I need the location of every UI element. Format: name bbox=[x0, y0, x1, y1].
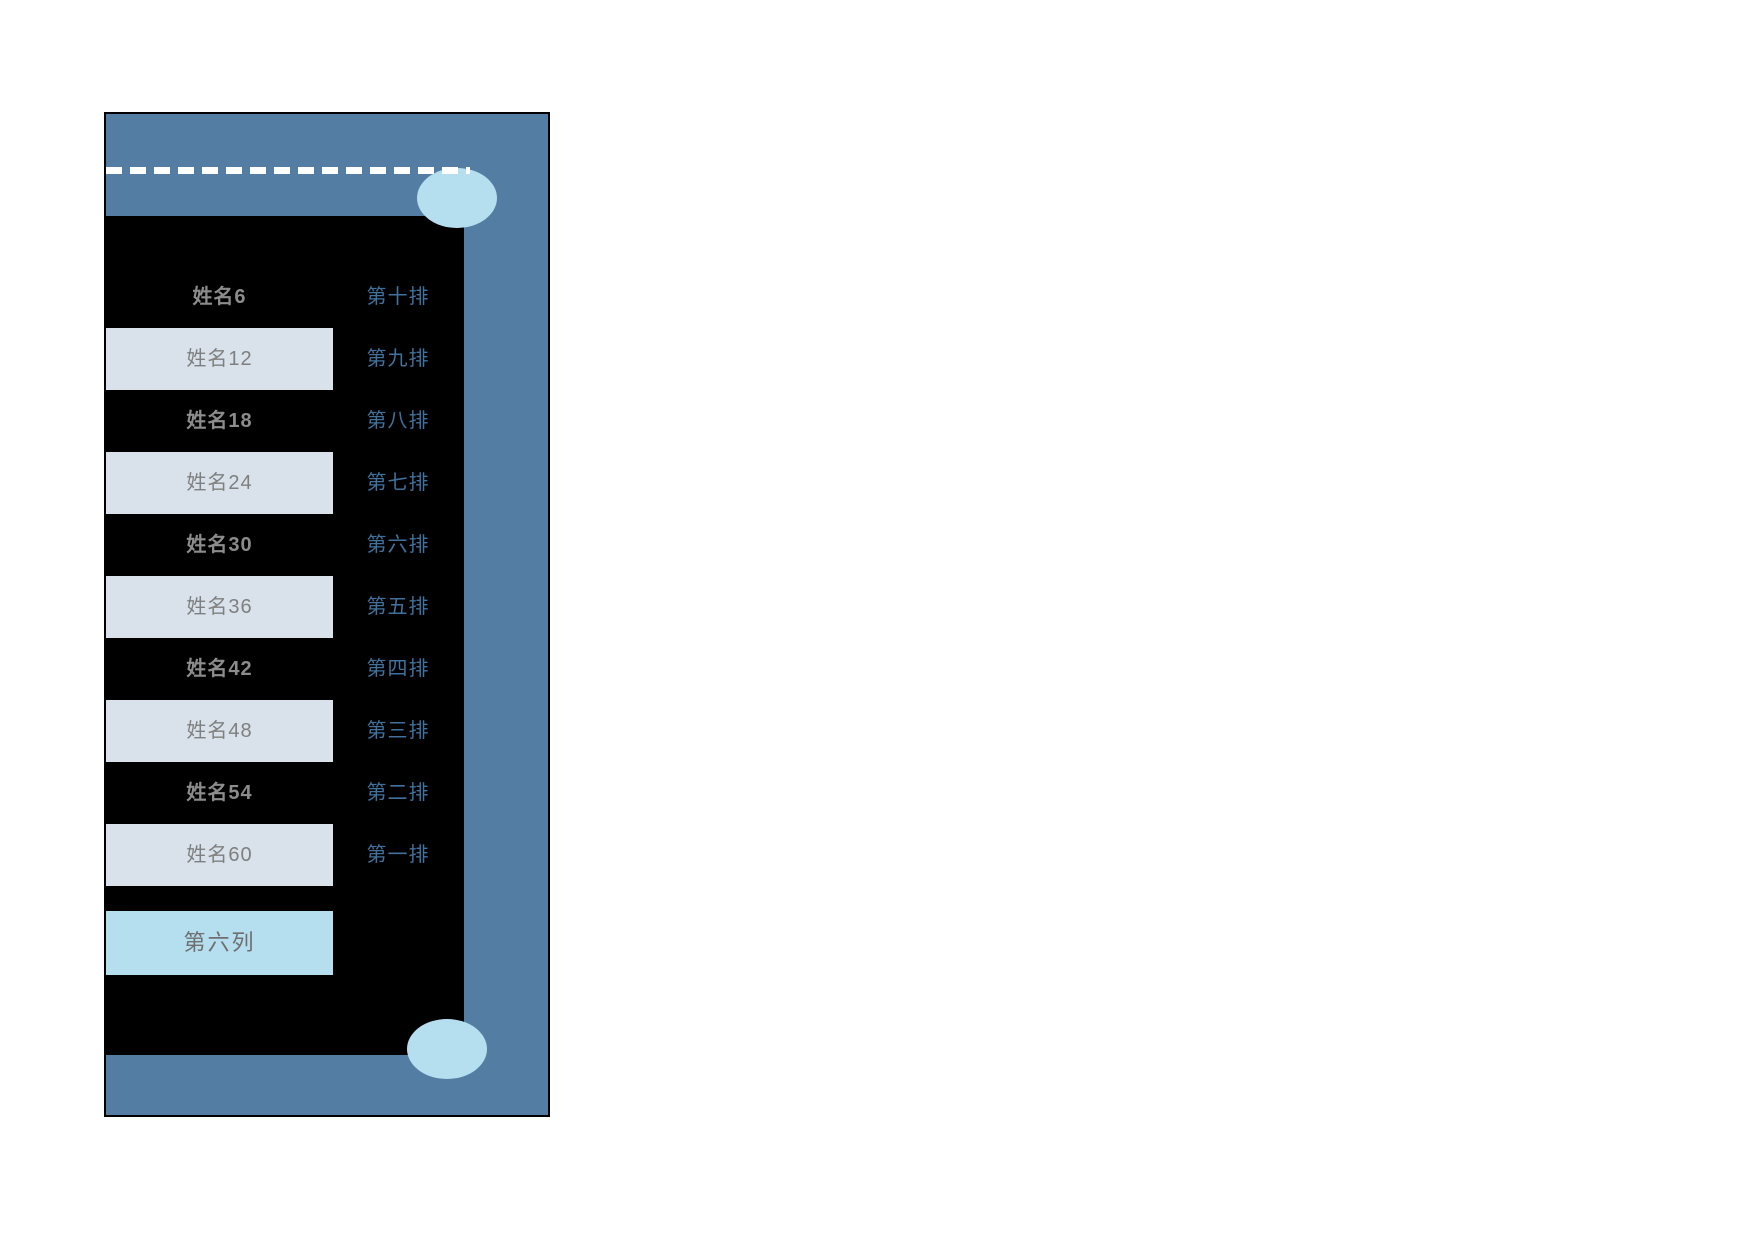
seat-name-box: 姓名36 bbox=[106, 576, 333, 638]
seat-name-box: 姓名60 bbox=[106, 824, 333, 886]
seat-row: 姓名42 第四排 bbox=[106, 638, 464, 700]
seat-row: 姓名48 第三排 bbox=[106, 700, 464, 762]
row-label: 第十排 bbox=[366, 286, 430, 308]
row-label: 第九排 bbox=[366, 348, 430, 370]
seat-name: 姓名12 bbox=[186, 348, 253, 370]
row-label: 第四排 bbox=[366, 658, 430, 680]
row-label: 第七排 bbox=[366, 472, 430, 494]
seating-chart-panel: 姓名6 第十排姓名12 第九排姓名18 第八排姓名24 第七排姓名30 第六排姓名36 第五… bbox=[104, 112, 550, 1117]
seat-name-box: 姓名18 bbox=[106, 390, 333, 452]
row-label: 第三排 bbox=[366, 720, 430, 742]
row-label: 第六排 bbox=[366, 534, 430, 556]
seat-name-box: 姓名42 bbox=[106, 638, 333, 700]
row-label: 第八排 bbox=[366, 410, 430, 432]
row-label: 第二排 bbox=[366, 782, 430, 804]
top-ellipse-shape bbox=[417, 168, 497, 228]
seat-name-box: 姓名12 bbox=[106, 328, 333, 390]
seat-name-box: 姓名48 bbox=[106, 700, 333, 762]
seat-name-box: 姓名6 bbox=[106, 266, 333, 328]
seat-name: 姓名24 bbox=[186, 472, 253, 494]
seat-name: 姓名6 bbox=[192, 286, 247, 308]
column-label-box: 第六列 bbox=[106, 911, 333, 975]
seat-row: 姓名18 第八排 bbox=[106, 390, 464, 452]
seat-row: 姓名30 第六排 bbox=[106, 514, 464, 576]
seat-name-box: 姓名30 bbox=[106, 514, 333, 576]
row-label: 第五排 bbox=[366, 596, 430, 618]
seat-row: 姓名6 第十排 bbox=[106, 266, 464, 328]
seat-name: 姓名18 bbox=[186, 410, 253, 432]
seat-row: 姓名24 第七排 bbox=[106, 452, 464, 514]
seat-name: 姓名36 bbox=[186, 596, 253, 618]
row-label: 第一排 bbox=[366, 844, 430, 866]
seat-row: 姓名60 第一排 bbox=[106, 824, 464, 886]
seat-row: 姓名36 第五排 bbox=[106, 576, 464, 638]
seat-name: 姓名48 bbox=[186, 720, 253, 742]
seat-row: 姓名54 第二排 bbox=[106, 762, 464, 824]
seat-name: 姓名54 bbox=[186, 782, 253, 804]
seat-name: 姓名42 bbox=[186, 658, 253, 680]
bottom-ellipse-shape bbox=[407, 1019, 487, 1079]
seat-name-box: 姓名54 bbox=[106, 762, 333, 824]
column-label: 第六列 bbox=[183, 930, 256, 955]
seat-rows: 姓名6 第十排姓名12 第九排姓名18 第八排姓名24 第七排姓名30 第六排姓名36 第五… bbox=[106, 266, 464, 886]
seat-name: 姓名60 bbox=[186, 844, 253, 866]
dashed-divider-line bbox=[106, 167, 470, 174]
seat-name: 姓名30 bbox=[186, 534, 253, 556]
seat-row: 姓名12 第九排 bbox=[106, 328, 464, 390]
seat-name-box: 姓名24 bbox=[106, 452, 333, 514]
